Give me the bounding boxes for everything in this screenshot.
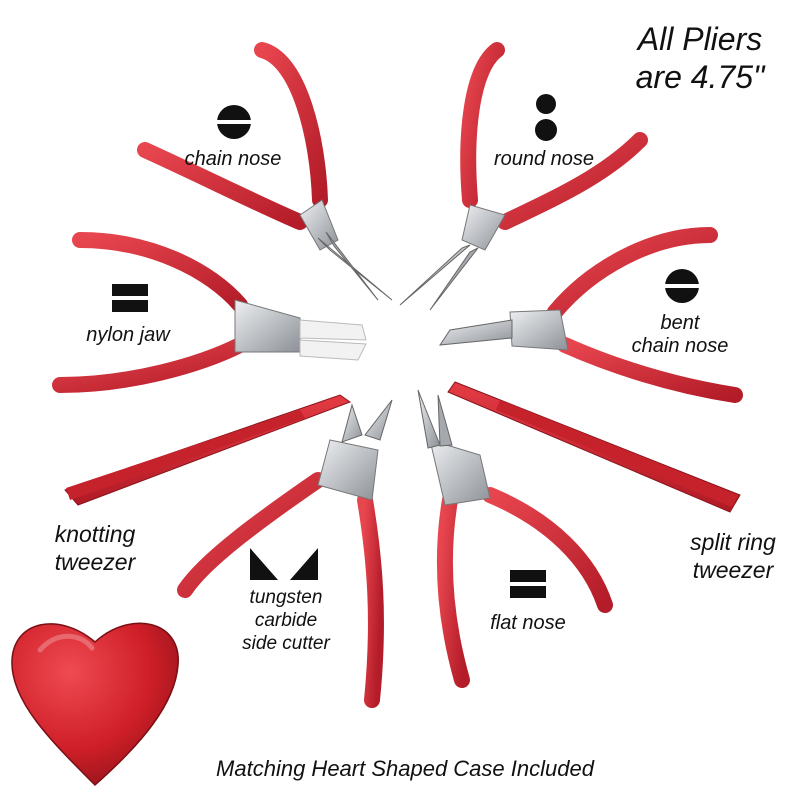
headline-line1: All Pliers <box>637 21 763 57</box>
label-flat-nose: flat nose <box>490 612 566 634</box>
side-cutter-pliers <box>177 399 393 708</box>
flat-nose-pliers <box>417 389 613 688</box>
knotting-tweezer <box>64 394 352 506</box>
label-knotting-tweezer: knotting tweezer <box>54 521 136 575</box>
label-split-ring-tweezer: split ring tweezer <box>690 529 776 583</box>
chain-nose-pliers <box>137 42 393 301</box>
flat-nose-profile-icon <box>510 570 546 598</box>
heart-case <box>11 622 179 787</box>
label-round-nose: round nose <box>493 148 595 170</box>
label-nylon-jaw: nylon jaw <box>86 324 170 346</box>
label-chain-nose: chain nose <box>184 148 282 170</box>
nylon-jaw-profile-icon <box>112 284 148 312</box>
round-nose-profile-icon <box>535 94 557 141</box>
bent-chain-nose-pliers <box>438 227 743 403</box>
headline-line2: are 4.75" <box>635 59 765 95</box>
headline: All Pliers are 4.75" <box>610 20 790 96</box>
split-ring-tweezer <box>447 381 741 513</box>
side-cutter-profile-icon <box>250 548 318 580</box>
label-bent-chain-nose: bent chain nose <box>631 312 729 357</box>
bent-chain-nose-profile-icon <box>664 269 700 303</box>
nylon-jaw-pliers <box>52 232 367 393</box>
label-side-cutter: tungsten carbide side cutter <box>242 587 330 654</box>
case-caption: Matching Heart Shaped Case Included <box>216 756 594 781</box>
round-nose-pliers <box>399 42 648 311</box>
chain-nose-profile-icon <box>216 105 252 139</box>
